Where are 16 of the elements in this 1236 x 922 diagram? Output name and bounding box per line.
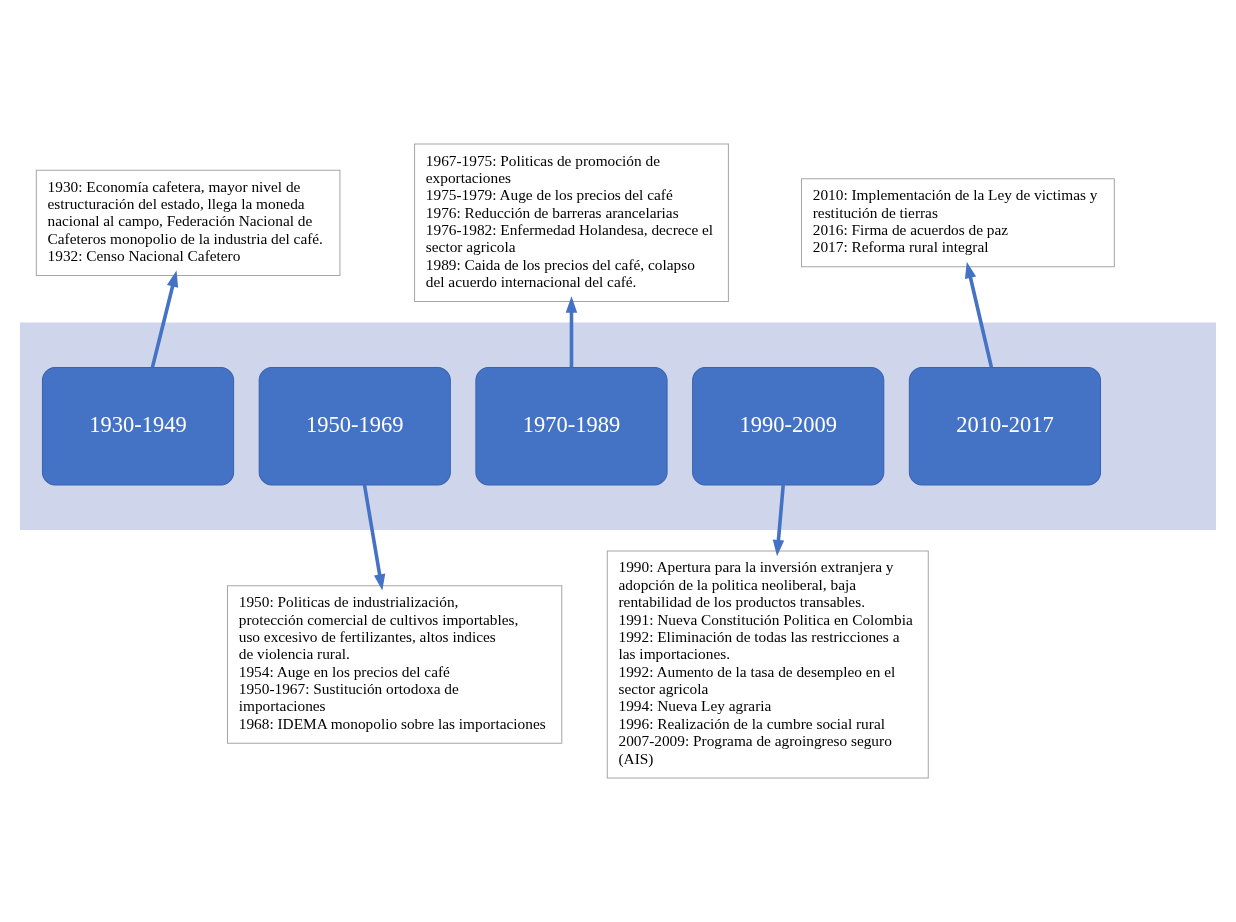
node-box: 1967-1975: Politicas de promoción de exportaciones 1975-1979: Auge de los precios del café 1976: Reducción de barreras arancelarias 1976-1982: Enfermedad Holandesa, decrece el sector agricola 1989: Caida de los precios del café, colapso del acuerdo internacional del café. (414, 143, 729, 303)
node-box: 1950-1969 (258, 366, 451, 486)
arrow (150, 270, 179, 368)
node-box: 1950: Politicas de industrialización, protección comercial de cultivos importables, uso excesivo de fertilizantes, altos indices de violencia rural. 1954: Auge en los precios del café 1950-1967: Sustitución ortodoxa de importaciones 1968: IDEMA monopolio sobre las importaciones (226, 585, 563, 744)
arrow (964, 261, 994, 368)
node-box: 1930-1949 (41, 366, 235, 486)
arrow (772, 484, 785, 557)
arrow (565, 296, 578, 368)
node-box: 2010: Implementación de la Ley de victimas y restitución de tierras 2016: Firma de acuerdos de paz 2017: Reforma rural integral (801, 178, 1115, 268)
node-box: 2010-2017 (908, 366, 1102, 486)
node-box: 1930: Economía cafetera, mayor nivel de estructuración del estado, llega la moneda nacional al campo, Federación Nacional de Cafeteros monopolio de la industria del café. 1932: Censo Nacional Cafetero (35, 169, 341, 276)
node-box: 1990-2009 (692, 366, 885, 486)
node-box: 1990: Apertura para la inversión extranjera y adopción de la politica neoliberal, baja rentabilidad de los productos transables. 1991: Nueva Constitución Politica en Colombia 1992: Eliminación de todas las restricciones a las importaciones. 1992: Aumento de la tasa de desempleo en el sector agricola 1994: Nueva Ley agraria 1996: Realización de la cumbre social rural 2007-2009: Programa de agroingreso seguro (AIS) (606, 550, 929, 779)
node-box: 1970-1989 (475, 366, 668, 486)
cluster (19, 322, 1217, 530)
arrow (362, 484, 386, 591)
